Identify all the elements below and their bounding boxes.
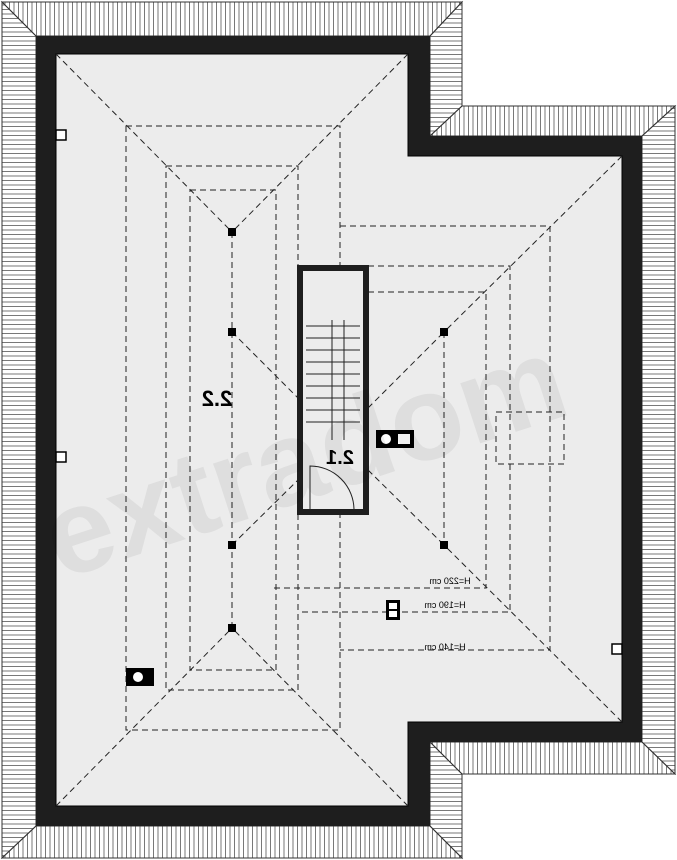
room-label-2-2: 2.2 bbox=[202, 386, 233, 411]
eave-annex-top bbox=[428, 105, 677, 137]
chimney-icon bbox=[126, 668, 154, 686]
height-label-190: H=190 cm bbox=[424, 600, 465, 610]
eave-annex-bottom bbox=[428, 741, 677, 775]
wall-vents bbox=[55, 129, 623, 655]
stair-wall bbox=[297, 265, 369, 515]
eave-left bbox=[1, 0, 37, 860]
stairwell bbox=[297, 265, 369, 515]
ridge-markers bbox=[228, 228, 448, 632]
stair-floor bbox=[303, 271, 363, 509]
room-label-2-1: 2.1 bbox=[326, 447, 354, 469]
chimney-symbols bbox=[126, 430, 414, 686]
height-label-220: H=220 cm bbox=[429, 576, 470, 586]
vent-icon bbox=[386, 600, 400, 620]
eave-bottom-main bbox=[0, 825, 464, 859]
eave-top-main bbox=[0, 1, 464, 37]
chimney-icon bbox=[376, 430, 414, 448]
eave-annex-right bbox=[641, 104, 676, 776]
door-swing bbox=[309, 465, 355, 511]
height-label-140: H=140 cm bbox=[424, 642, 465, 652]
stair-steps bbox=[306, 320, 360, 440]
